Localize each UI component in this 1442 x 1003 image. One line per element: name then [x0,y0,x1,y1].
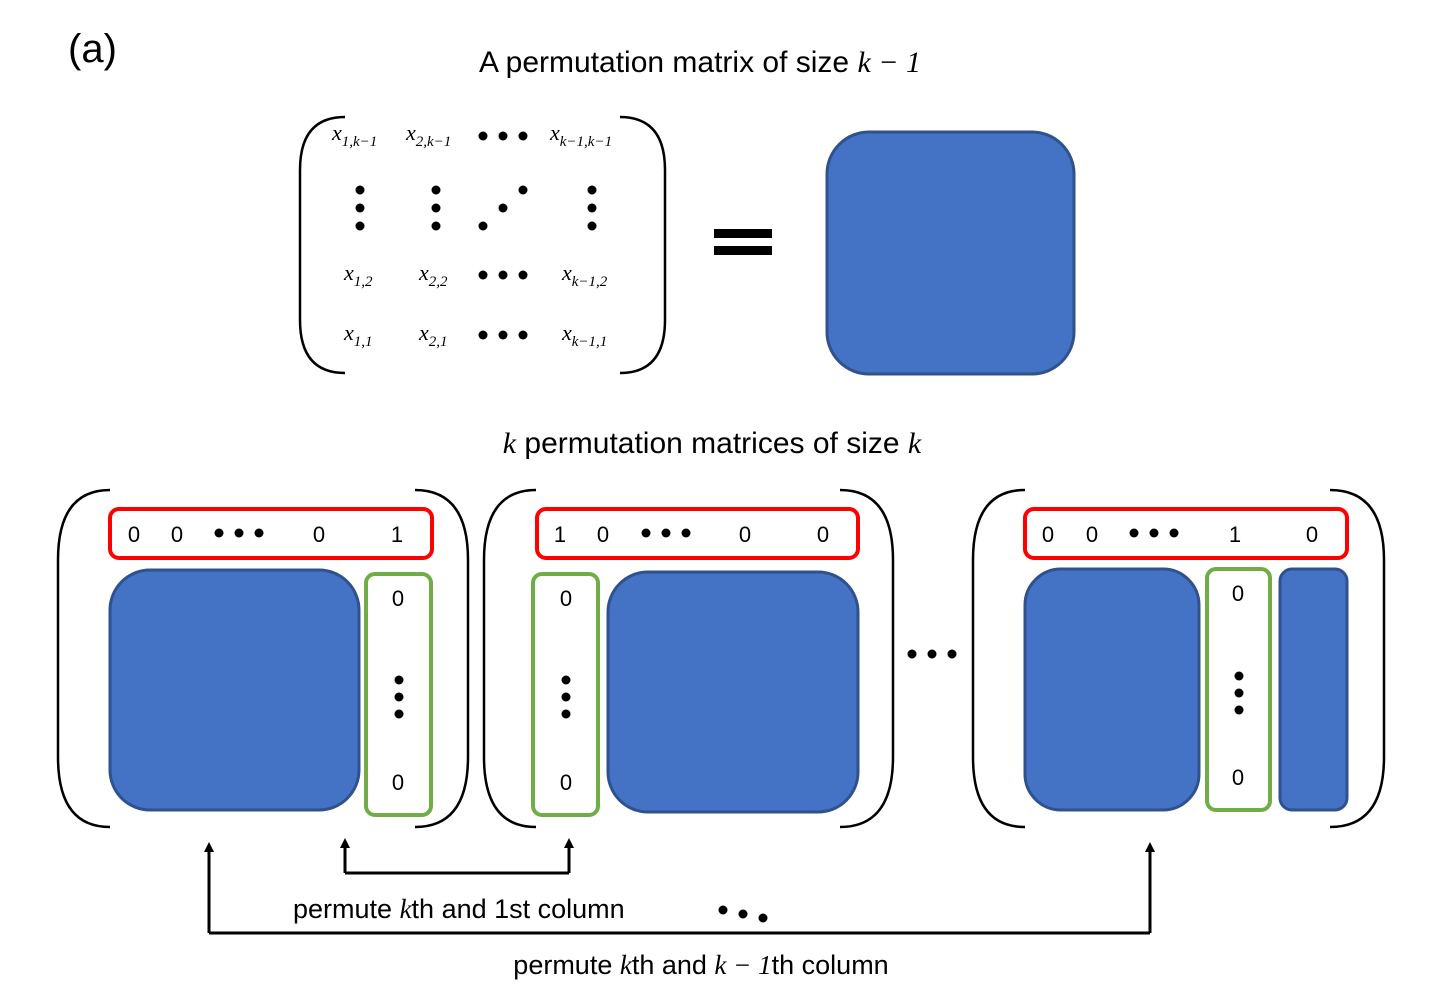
m2-row-val: 0 [597,522,609,547]
swap-arrow-kth-1st [340,838,574,875]
ellipsis-v-colk [587,185,597,231]
m1-row-val: 0 [128,522,140,547]
m3-first-row-box [1023,507,1349,560]
entry-x11: x1,1 [343,320,373,350]
ellipsis-h-row1 [478,330,528,340]
m1-col-val: 0 [392,586,404,611]
entry-x12: x1,2 [343,260,373,290]
m1-right-bracket [414,488,470,829]
entry-x21: x2,1 [418,320,448,350]
m3-row-val: 0 [1042,522,1054,547]
matrix-row-top: x1,k−1 x2,k−1 xk−1,k−1 [331,120,612,150]
entry-xk11: xk−1,1 [561,320,607,350]
m2-row-val: 1 [554,522,566,547]
m2-col-val: 0 [560,770,572,795]
m1-col-ellipsis [394,675,404,719]
entry-x2k1: x2,k−1 [405,120,451,150]
panel-label: (a) [68,27,117,71]
m1-row-val: 1 [391,522,403,547]
m2-row-val: 0 [739,522,751,547]
ellipsis-h-top-row [478,131,528,141]
matrix-right-bracket [619,115,667,375]
entry-xk1k1: xk−1,k−1 [549,120,612,150]
bottom-title: k permutation matrices of size k [503,427,922,460]
m3-left-block [1023,567,1201,812]
top-title-math: k − 1 [857,46,921,79]
m2-left-bracket [482,488,537,829]
top-title: A permutation matrix of size k − 1 [479,46,921,79]
matrices-ellipsis [907,649,957,659]
m2-row-val: 0 [817,522,829,547]
permutation-matrix-k: 0 0 1 0 0 0 [971,488,1386,829]
m2-right-bracket [839,488,895,829]
caption-permute-kth-1st: permute kth and 1st column [293,894,625,924]
captions-ellipsis [718,905,768,923]
permutation-matrix-1: 0 0 0 1 0 0 [56,488,470,829]
matrix-row-2: x1,2 x2,2 xk−1,2 [343,260,608,290]
submatrix-block [825,130,1076,376]
m2-first-row-box [535,507,860,560]
entry-x1k1: x1,k−1 [331,120,377,150]
m3-col-val: 0 [1232,765,1244,790]
ellipsis-v-col1 [355,185,365,231]
m3-row-ellipsis [1129,528,1179,538]
m2-block [606,570,860,814]
m3-row-val: 0 [1306,522,1318,547]
m3-row-val: 0 [1086,522,1098,547]
m2-row-ellipsis [641,528,691,538]
top-title-text: A permutation matrix of size [479,46,858,79]
m2-column-box [531,572,600,817]
m2-col-ellipsis [561,675,571,719]
m1-left-bracket [56,488,111,829]
m3-col-ellipsis [1234,671,1244,715]
m1-block [108,568,361,812]
m3-left-bracket [971,488,1026,829]
ellipsis-h-row2 [478,270,528,280]
m1-row-val: 0 [313,522,325,547]
m3-column-box [1205,567,1272,812]
ellipsis-diagonal [478,185,528,231]
m3-right-bracket [1329,488,1386,829]
entry-xk12: xk−1,2 [561,260,608,290]
m1-first-row-box [108,507,434,560]
m1-row-val: 0 [171,522,183,547]
m1-column-box [364,572,433,817]
matrix-left-bracket [298,115,346,375]
caption-permute-kth-k1th: permute kth and k − 1th column [513,950,888,980]
entry-x22: x2,2 [418,260,448,290]
m3-row-val: 1 [1229,522,1241,547]
swap-arrow-kth-k1th [204,842,1155,935]
m2-col-val: 0 [560,586,572,611]
m3-right-block [1278,567,1349,812]
ellipsis-v-col2 [431,185,441,231]
m1-row-ellipsis [214,528,264,538]
matrix-row-1: x1,1 x2,1 xk−1,1 [343,320,607,350]
equals-sign [714,229,772,255]
m1-col-val: 0 [392,770,404,795]
m3-col-val: 0 [1232,581,1244,606]
permutation-matrix-2: 1 0 0 0 0 0 [482,488,895,829]
